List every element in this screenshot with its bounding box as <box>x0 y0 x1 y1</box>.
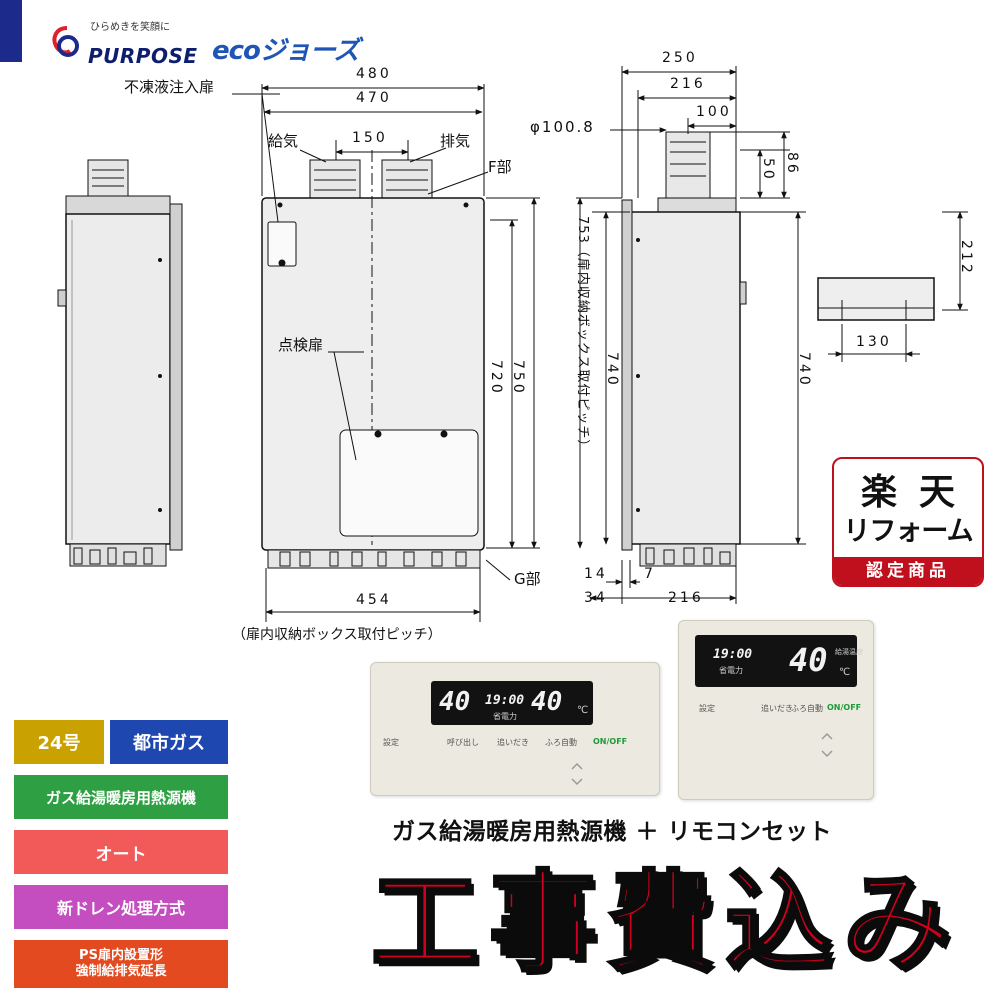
main-remote: 40 19:00 省電力 40 ℃ 設定 呼び出し 追いだき ふろ自動 ON/O… <box>370 662 660 796</box>
dim-753-note: 753（扉内収納ボックス取付ピッチ） <box>575 216 590 454</box>
note-door-box-pitch: （扉内収納ボックス取付ピッチ） <box>232 627 442 643</box>
purpose-logo: ひらめきを笑顔に PURPOSE <box>48 18 218 68</box>
badge-drain: 新ドレン処理方式 <box>14 885 228 929</box>
bath-remote-screen: 19:00 省電力 40 給湯温度 ℃ <box>695 635 863 687</box>
main-remote-temp2: 40 <box>531 687 563 717</box>
left-side-view <box>57 159 183 567</box>
label-g-part: G部 <box>514 570 541 588</box>
dim-130: 130 <box>856 334 892 350</box>
brand-name: PURPOSE <box>88 44 198 68</box>
badge-capacity: 24号 <box>14 720 104 764</box>
headline-installation-included: 工事費込み <box>369 860 961 988</box>
main-remote-temp1: 40 <box>439 687 471 717</box>
main-remote-button-settings[interactable]: 設定 <box>383 738 399 747</box>
dim-diameter: φ100.8 <box>530 118 595 136</box>
bath-remote-temp: 40 <box>789 641 828 679</box>
dim-14: 14 <box>584 566 608 582</box>
badge-ps-install-line1: PS扉内設置形 <box>79 948 163 963</box>
dim-216-bottom: 216 <box>668 590 704 606</box>
dim-480: 480 <box>356 66 392 82</box>
bath-remote-side-label: 給湯温度 <box>835 648 863 656</box>
dim-50: 50 <box>760 158 776 182</box>
main-remote-onoff-button[interactable]: ON/OFF <box>593 737 628 746</box>
badge-gas-heater: ガス給湯暖房用熱源機 <box>14 775 228 819</box>
corner-bar <box>0 0 22 62</box>
dim-720: 720 <box>488 360 504 396</box>
badge-city-gas: 都市ガス <box>110 720 228 764</box>
dim-7: 7 <box>644 566 656 582</box>
main-remote-button-call[interactable]: 呼び出し <box>447 738 479 747</box>
dim-470: 470 <box>356 90 392 106</box>
badge-ps-install: PS扉内設置形 強制給排気延長 <box>14 940 228 988</box>
label-intake: 給気 <box>268 132 299 150</box>
rakuten-certified-badge: 楽天 リフォーム 認定商品 <box>832 457 984 587</box>
main-remote-button-auto-bath[interactable]: ふろ自動 <box>545 738 577 747</box>
dim-34: 34 <box>584 590 608 606</box>
rakuten-line1: 楽天 <box>860 472 977 513</box>
dim-250: 250 <box>662 50 698 66</box>
bath-remote-eco-label: 省電力 <box>719 666 743 675</box>
label-antifreeze-door: 不凍液注入扉 <box>124 78 215 96</box>
label-exhaust: 排気 <box>440 132 471 150</box>
bath-remote-onoff-button[interactable]: ON/OFF <box>827 703 862 712</box>
right-side-view <box>576 66 806 604</box>
label-inspection-door: 点検扉 <box>278 336 324 354</box>
dim-454: 454 <box>356 592 392 608</box>
bath-remote: 19:00 省電力 40 給湯温度 ℃ 設定 追いだき ふろ自動 ON/OFF <box>678 620 874 800</box>
bracket-view <box>817 211 968 362</box>
main-remote-screen: 40 19:00 省電力 40 ℃ <box>431 681 593 725</box>
eco-jozu-logo: ecoジョーズ <box>212 36 360 66</box>
label-f-part: F部 <box>488 158 512 176</box>
product-caption: ガス給湯暖房用熱源機 ＋ リモコンセット <box>392 819 833 845</box>
dim-750: 750 <box>510 360 526 396</box>
bath-remote-updown-icon[interactable] <box>819 727 835 763</box>
bath-remote-time: 19:00 <box>713 647 753 662</box>
badge-auto: オート <box>14 830 228 874</box>
bath-remote-unit: ℃ <box>839 667 851 678</box>
main-remote-eco-label: 省電力 <box>493 712 517 721</box>
dim-86: 86 <box>784 152 800 176</box>
bath-remote-button-reheat[interactable]: 追いだき <box>761 704 793 713</box>
badge-ps-install-line2: 強制給排気延長 <box>75 964 167 979</box>
bath-remote-button-auto-bath[interactable]: ふろ自動 <box>791 704 823 713</box>
rakuten-line3: 認定商品 <box>834 557 982 585</box>
dim-100: 100 <box>696 104 732 120</box>
dim-216-top: 216 <box>670 76 706 92</box>
dim-212: 212 <box>958 240 974 276</box>
front-view <box>232 84 540 622</box>
main-remote-updown-icon[interactable] <box>569 759 585 789</box>
main-remote-time: 19:00 <box>485 693 525 708</box>
purpose-mark-icon <box>52 26 79 57</box>
brand-tagline: ひらめきを笑顔に <box>90 22 170 33</box>
dim-740-right: 740 <box>796 352 812 388</box>
bath-remote-button-settings[interactable]: 設定 <box>699 704 715 713</box>
main-remote-button-reheat[interactable]: 追いだき <box>497 738 529 747</box>
rakuten-line2: リフォーム <box>843 516 973 547</box>
dim-740-left: 740 <box>604 352 620 388</box>
main-remote-unit: ℃ <box>577 705 589 716</box>
dim-150: 150 <box>352 130 388 146</box>
